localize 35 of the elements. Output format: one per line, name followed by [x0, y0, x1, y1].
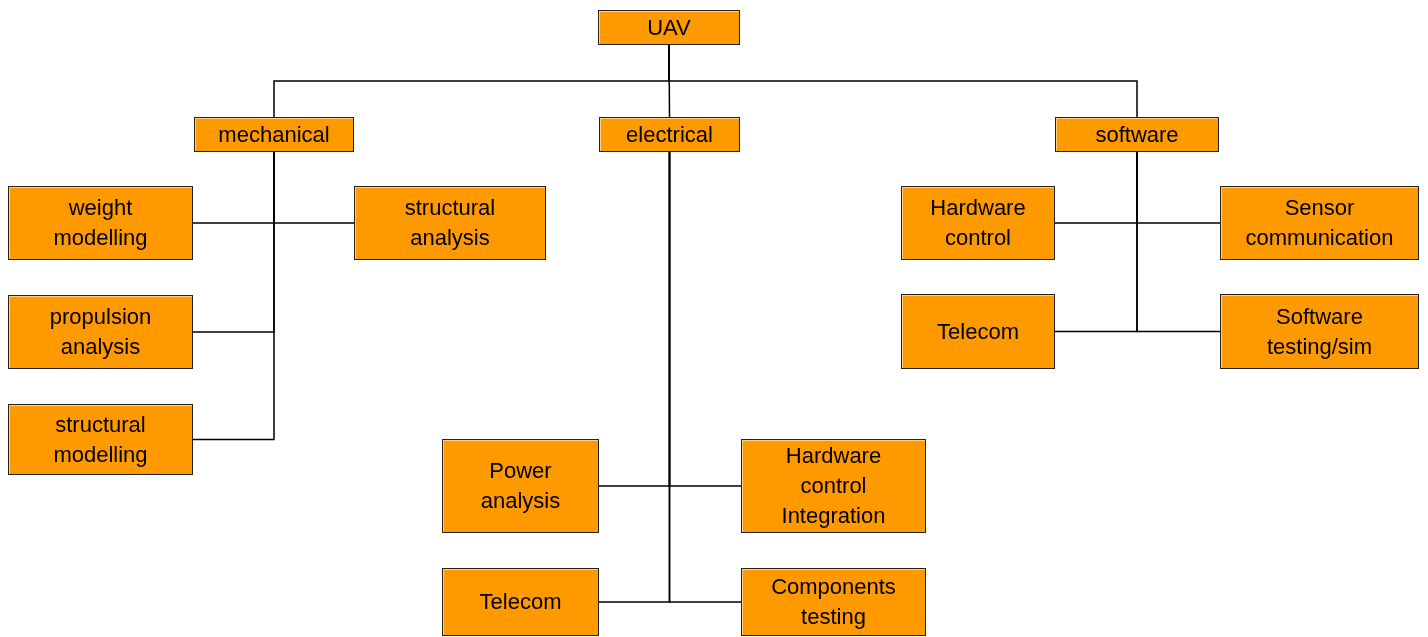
process-box	[1220, 186, 1419, 260]
box-label: Hardware control Integration	[780, 442, 887, 530]
connector-line	[668, 151, 742, 603]
box-label: structural modelling	[52, 410, 149, 469]
box-label: Sensor communication	[1244, 194, 1395, 252]
box-label: Power analysis	[479, 457, 562, 515]
box-label: software	[1095, 120, 1179, 149]
process-box	[599, 117, 740, 152]
box-label: Software testing/sim	[1265, 302, 1374, 361]
process-box	[598, 10, 740, 45]
process-box	[442, 568, 599, 636]
process-box	[741, 568, 926, 636]
process-box	[194, 117, 354, 152]
box-label: mechanical	[218, 120, 330, 149]
process-box	[901, 294, 1055, 369]
box-label: electrical	[626, 120, 713, 149]
box-label: structural analysis	[403, 194, 497, 252]
process-box	[8, 404, 193, 475]
box-label: Components testing	[770, 573, 897, 631]
connector-line	[668, 44, 1138, 118]
process-box	[442, 439, 599, 533]
box-label: weight modelling	[52, 194, 149, 252]
box-label: Telecom	[479, 588, 562, 616]
process-box	[354, 186, 546, 260]
process-box	[741, 439, 926, 533]
process-box	[8, 186, 193, 260]
connector-line	[1136, 151, 1221, 333]
box-label: propulsion analysis	[48, 303, 153, 361]
process-box	[901, 186, 1055, 260]
box-label: Telecom	[937, 317, 1019, 346]
box-label: UAV	[647, 13, 691, 42]
process-box	[1220, 294, 1419, 369]
process-box	[1055, 117, 1219, 152]
box-label: Hardware control	[929, 194, 1027, 252]
process-box	[8, 295, 193, 369]
